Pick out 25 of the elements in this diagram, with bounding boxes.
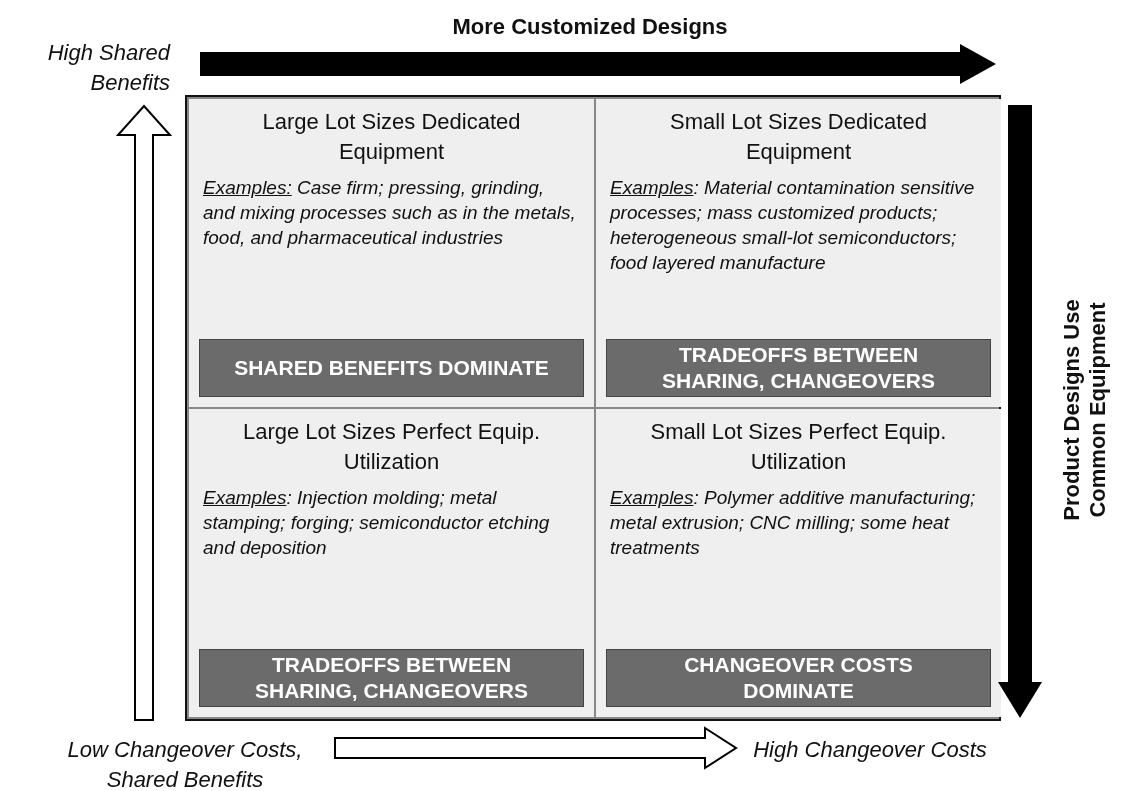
axis-label: High Changeover Costs [752, 736, 988, 764]
outcome-banner [606, 649, 991, 707]
outcome-label: TRADEOFFS BETWEEN SHARING, CHANGEOVERS [661, 342, 936, 394]
quadrant-heading: Large Lot Sizes Perfect Equip. Utilization [241, 418, 542, 476]
axis-label: High Shared Benefits [46, 39, 170, 97]
axis-label: More Customized Designs [451, 14, 729, 40]
axis-label: Low Changeover Costs, Shared Benefits [66, 736, 304, 791]
outcome-banner [606, 339, 991, 397]
examples-text: Examples: Polymer additive manufacturing; metal extrusion; CNC milling; some heat treatments [610, 486, 977, 560]
quadrant-panel [189, 409, 594, 717]
examples-text: Examples: Material contamination sensitive processes; mass customized products; heterogeneous small-lot semiconductors; food layered manufacture [610, 176, 976, 275]
outcome-label: SHARED BENEFITS DOMINATE [233, 355, 550, 381]
quadrant-heading: Small Lot Sizes Dedicated Equipment [669, 108, 928, 166]
axis-label: Product Designs Use Common Equipment [1059, 298, 1111, 523]
quadrant-panel [596, 409, 1001, 717]
outcome-label: TRADEOFFS BETWEEN SHARING, CHANGEOVERS [254, 652, 529, 704]
quadrant-heading: Small Lot Sizes Perfect Equip. Utilization [649, 418, 948, 476]
quadrant-panel [189, 99, 594, 407]
examples-text: Examples: Case firm; pressing, grinding, and mixing processes such as in the metals, food, and pharmaceutical industries [203, 176, 577, 250]
outcome-banner [199, 649, 584, 707]
quadrant-heading: Large Lot Sizes Dedicated Equipment [261, 108, 522, 166]
quadrant-panel [596, 99, 1001, 407]
outcome-label: CHANGEOVER COSTS DOMINATE [683, 652, 914, 704]
examples-text: Examples: Injection molding; metal stamping; forging; semiconductor etching and deposition [203, 486, 551, 560]
outcome-banner [199, 339, 584, 397]
